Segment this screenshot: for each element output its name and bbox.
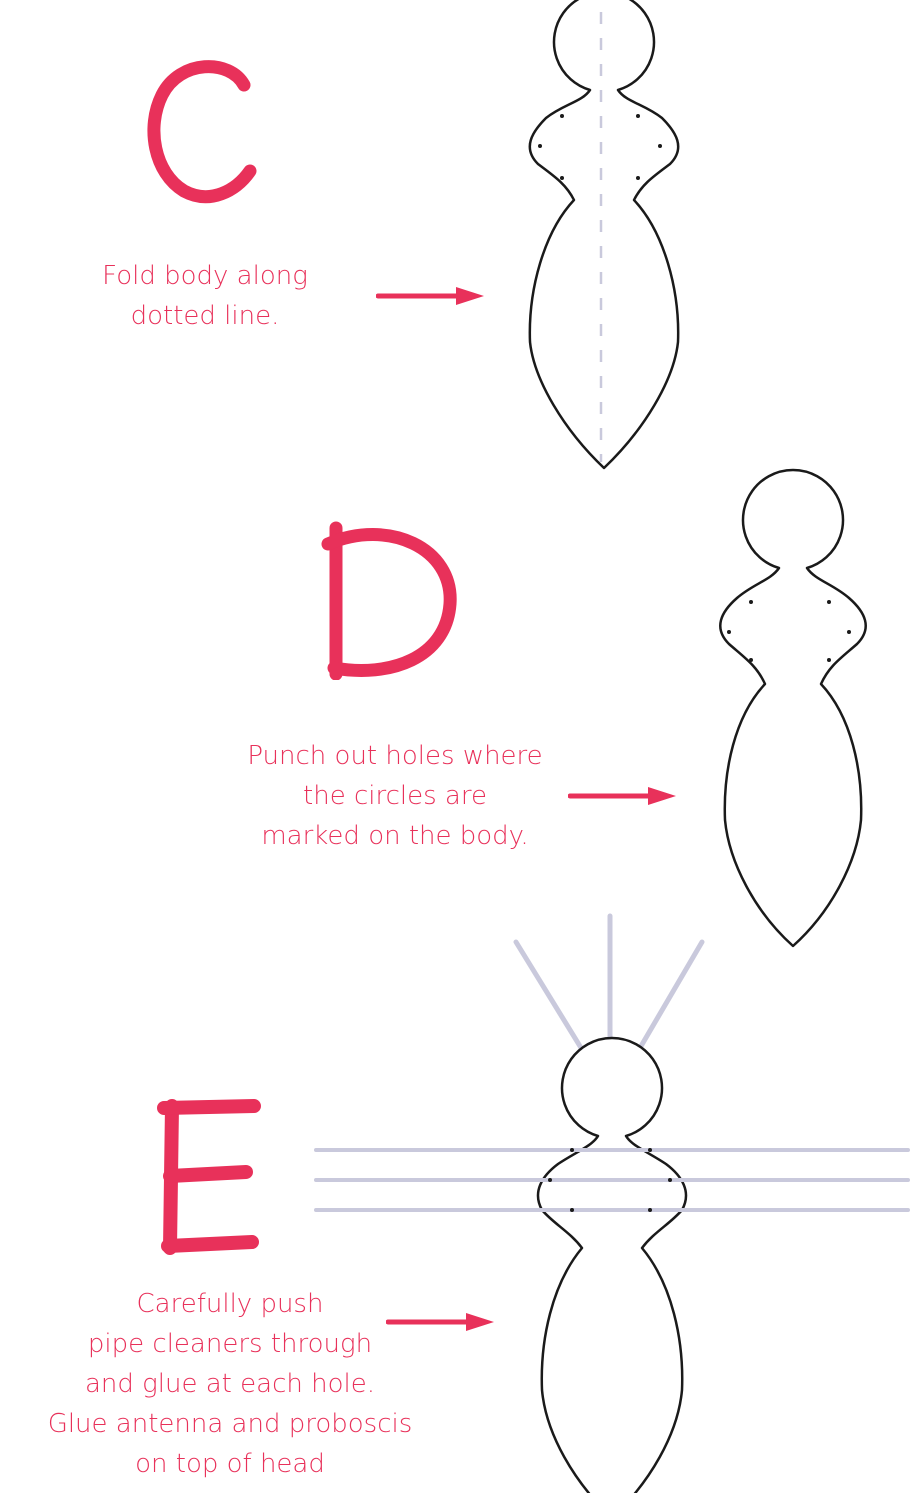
step-d-body-figure — [720, 470, 865, 946]
step-c-body-figure — [530, 0, 678, 468]
step-e-body-figure — [316, 916, 908, 1493]
step-d-body-outline — [720, 470, 865, 946]
step-c-body-outline — [530, 0, 678, 468]
step-e-body-outline — [538, 1038, 686, 1493]
